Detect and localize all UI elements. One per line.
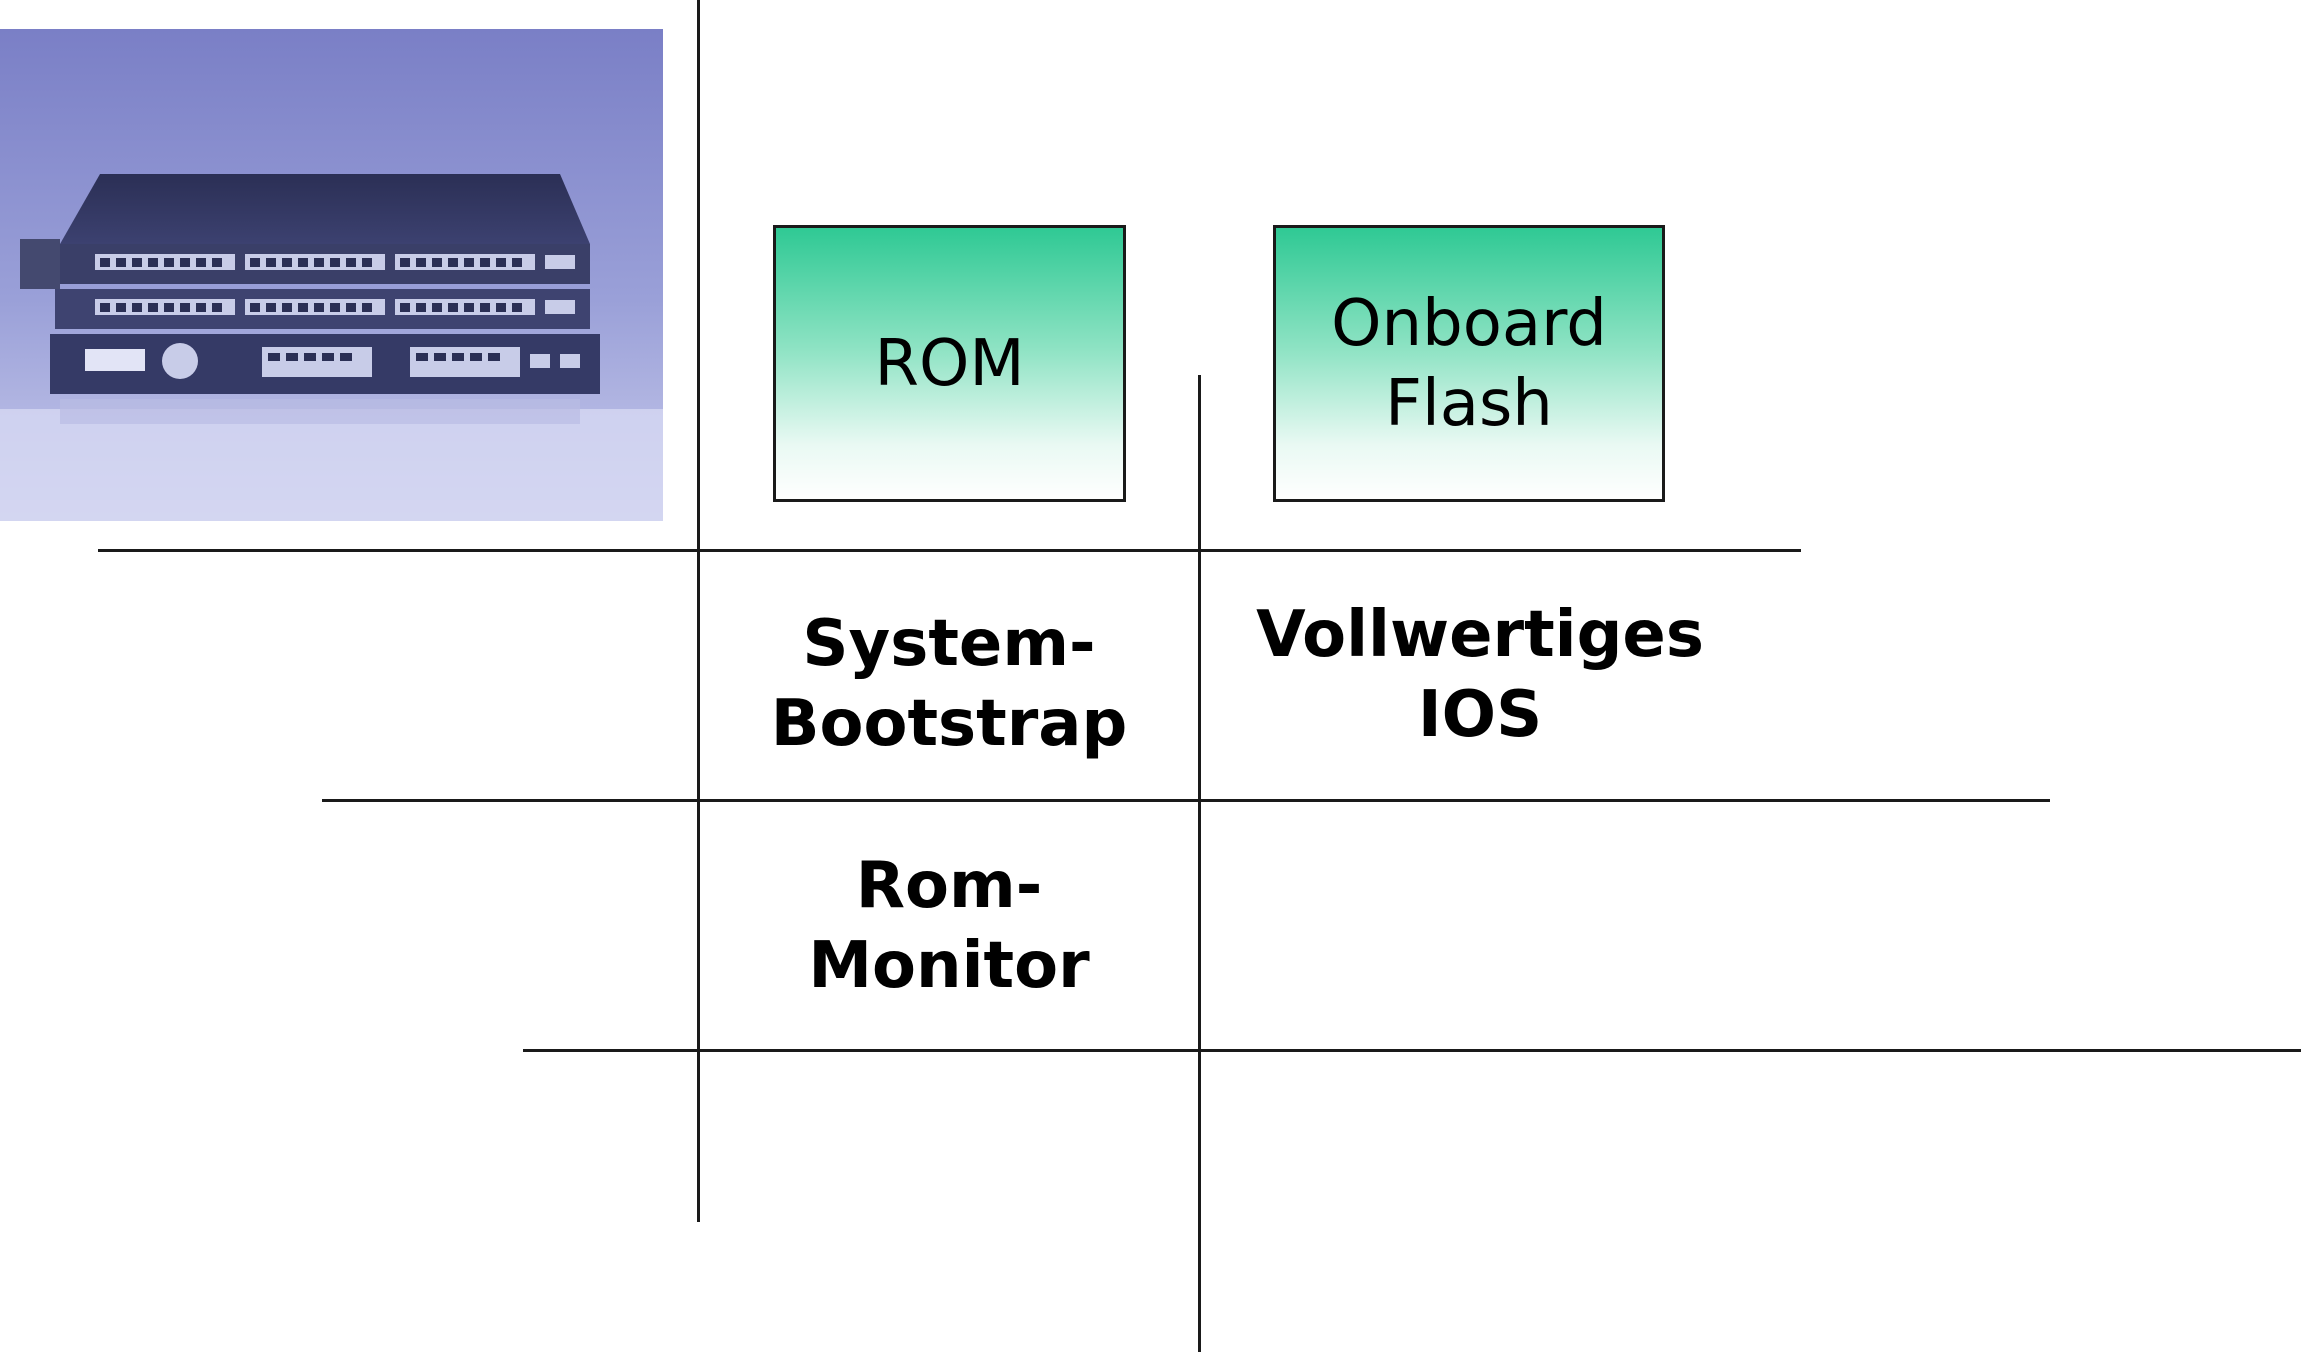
onboard-flash-label: Onboard Flash [1331,286,1607,441]
vollwertiges-ios-label: Vollwertiges IOS [1256,598,1704,752]
divider-vertical-right [1198,375,1201,1352]
onboard-flash-box: Onboard Flash [1273,225,1665,502]
divider-vertical-left [697,0,700,1222]
rom-label: ROM [874,326,1025,401]
divider-horizontal-3 [523,1049,2301,1052]
network-switch-stack-photo [0,29,663,521]
divider-horizontal-1 [98,549,1801,552]
divider-horizontal-2 [322,799,2050,802]
rom-monitor-label: Rom- Monitor [808,849,1090,1003]
system-bootstrap-label: System- Bootstrap [770,607,1128,761]
rom-box: ROM [773,225,1126,502]
